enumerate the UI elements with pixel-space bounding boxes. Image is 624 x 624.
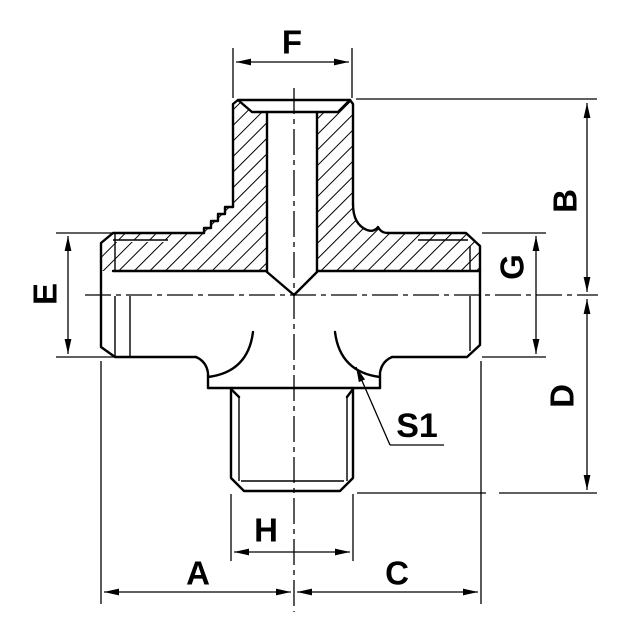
hatch-region-right	[317, 101, 480, 271]
thread-detail-lines	[113, 233, 471, 482]
top-bore	[265, 110, 319, 297]
dimension-a: A	[104, 555, 291, 596]
hex-shoulder-left	[194, 330, 255, 390]
dimension-label-c: C	[385, 555, 409, 592]
left-step-transition	[202, 205, 235, 235]
extension-lines	[56, 48, 597, 604]
dimension-label-f: F	[282, 24, 302, 61]
bottom-port-minor-lines	[238, 397, 348, 482]
dimension-label-g: G	[494, 254, 531, 280]
callout-label-s1: S1	[396, 407, 438, 445]
hex-shoulder-right	[333, 330, 394, 390]
centerlines	[85, 88, 598, 612]
callout-s1: S1	[355, 366, 444, 446]
dimension-d: D	[544, 299, 591, 490]
dimension-b: B	[547, 103, 591, 292]
dimension-g: G	[494, 236, 540, 354]
dimensions: F E B G D H A	[27, 24, 591, 596]
dimension-e: E	[27, 236, 72, 354]
section-hatching	[101, 101, 480, 271]
hatch-region-left	[101, 101, 267, 271]
dimension-label-b: B	[547, 189, 584, 213]
right-fillet-transition	[351, 202, 390, 235]
dimension-label-a: A	[186, 555, 210, 592]
dimension-f: F	[236, 24, 349, 66]
left-arm-external-thread-lines	[114, 296, 131, 356]
bottom-port-top-chamfers	[229, 387, 355, 399]
dimension-label-e: E	[27, 283, 64, 305]
dimension-h: H	[234, 512, 350, 556]
dimension-label-d: D	[544, 384, 581, 408]
dimension-c: C	[297, 555, 478, 596]
dimension-label-h: H	[254, 512, 278, 549]
bottom-port-outline	[229, 386, 355, 493]
